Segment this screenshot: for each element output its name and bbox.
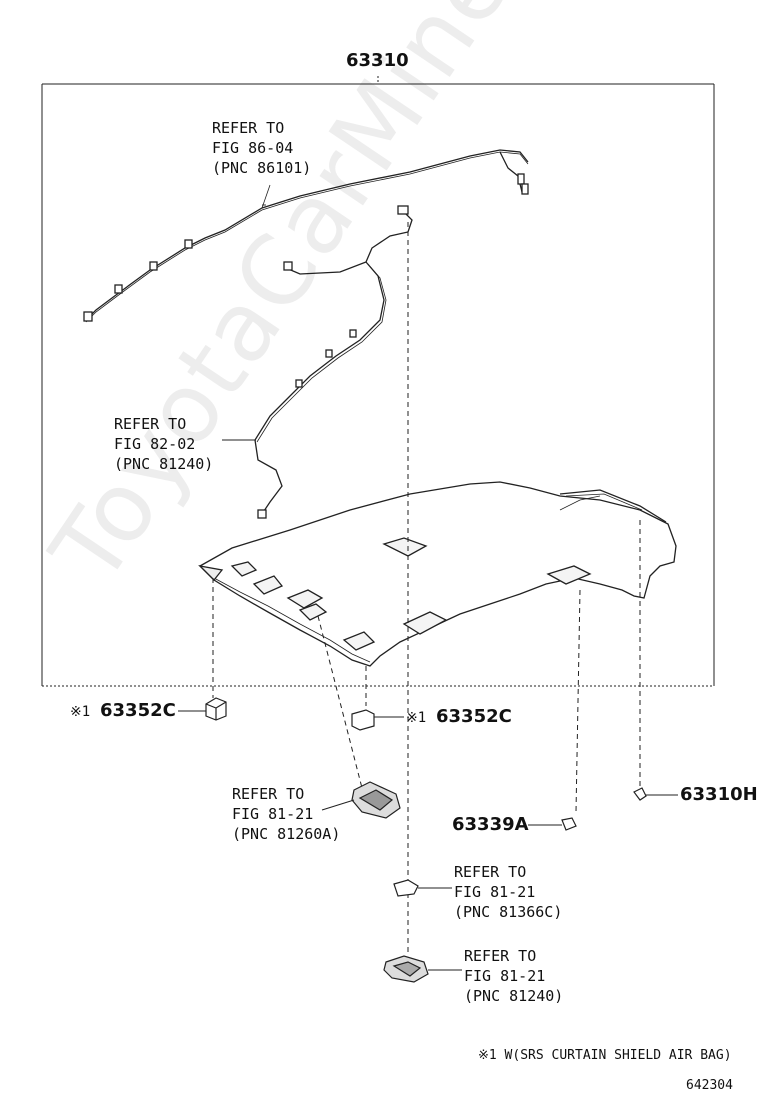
callout-lamp-81260a-line1: REFER TO: [232, 785, 305, 803]
callout-wire-86-line1: REFER TO: [212, 119, 285, 137]
callout-lamp-81240-line1: REFER TO: [464, 947, 537, 965]
footnote: ※1 W(SRS CURTAIN SHIELD AIR BAG): [478, 1048, 732, 1063]
callout-wire-82-line2: FIG 82-02: [114, 435, 196, 453]
part-mark-right: ※1: [406, 710, 427, 726]
callout-lamp-81240-line3: (PNC 81240): [464, 987, 564, 1005]
part-leaders: [178, 710, 678, 971]
figure-code: 642304: [686, 1078, 733, 1093]
callout-lamp-81366c-line3: (PNC 81366C): [454, 903, 563, 921]
callout-lamp-81240-line2: FIG 81-21: [464, 967, 546, 985]
part-number-63352c-right: 63352C: [436, 706, 512, 727]
callout-wire-86-line3: (PNC 86101): [212, 159, 312, 177]
callout-lamp-81366c-line1: REFER TO: [454, 863, 527, 881]
assembly-frame: [41, 76, 715, 687]
part-number-63339a: 63339A: [452, 814, 529, 835]
callout-wire-82-line3: (PNC 81240): [114, 455, 214, 473]
callout-lamp-81260a-line3: (PNC 81260A): [232, 825, 341, 843]
roof-headlining-panel: [198, 481, 677, 667]
part-number-63310: 63310: [346, 50, 409, 71]
part-number-63310h: 63310H: [680, 784, 758, 805]
roof-wire-harness: [83, 149, 529, 323]
callout-wire-86-line2: FIG 86-04: [212, 139, 294, 157]
callout-wire-82-line1: REFER TO: [114, 415, 187, 433]
callout-lamp-81260a-line2: FIG 81-21: [232, 805, 314, 823]
leader-lines: [212, 222, 641, 952]
callout-lamp-81366c-line2: FIG 81-21: [454, 883, 536, 901]
small-parts: [205, 697, 647, 983]
curtain-wire-harness: [222, 204, 413, 519]
part-mark-left: ※1: [70, 704, 91, 720]
part-number-63352c-left: 63352C: [100, 700, 176, 721]
